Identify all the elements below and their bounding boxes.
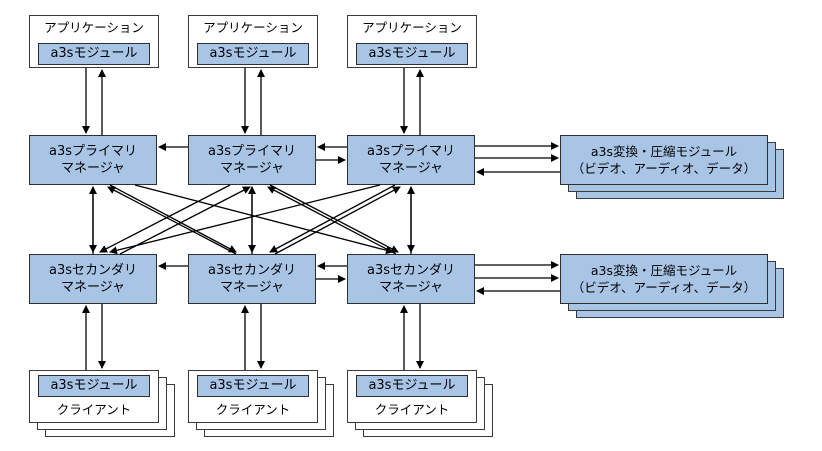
arrow-s2-to-p1 [107, 186, 237, 255]
client-a3s-module: a3sモジュール [38, 375, 150, 397]
arrow-p2-to-s1 [99, 184, 231, 253]
client-a3s-module: a3sモジュール [356, 375, 468, 397]
secondary-manager-2: a3sセカンダリ マネージャ [188, 254, 316, 304]
manager-label-line1: a3sセカンダリ [48, 263, 137, 278]
client-a3s-module: a3sモジュール [197, 375, 309, 397]
application-box-1: アプリケーション a3sモジュール [29, 15, 159, 68]
manager-label-line2: マネージャ [378, 280, 444, 295]
app-a3s-module: a3sモジュール [38, 43, 150, 65]
manager-label-line1: a3sセカンダリ [207, 263, 296, 278]
arrow-p2-to-s3 [269, 184, 399, 253]
conversion-module-2: a3s変換・圧縮モジュール （ビデオ、アーディオ、データ） [560, 254, 768, 304]
manager-label-line1: a3sプライマリ [48, 144, 137, 159]
client-title: クライアント [56, 402, 132, 417]
conversion-label-line2: （ビデオ、アーディオ、データ） [571, 161, 757, 176]
application-box-2: アプリケーション a3sモジュール [188, 15, 318, 68]
primary-manager-2: a3sプライマリ マネージャ [188, 135, 316, 185]
manager-label-line2: マネージャ [60, 161, 126, 176]
arrow-s3-to-p2 [267, 186, 397, 255]
application-box-3: アプリケーション a3sモジュール [347, 15, 477, 68]
client-box-2: a3sモジュール クライアント [188, 370, 318, 423]
primary-manager-1: a3sプライマリ マネージャ [29, 135, 157, 185]
arrow-s2-to-p3 [274, 186, 401, 255]
arrow-s1-to-p2 [119, 186, 251, 255]
conversion-module-1: a3s変換・圧縮モジュール （ビデオ、アーディオ、データ） [560, 135, 768, 185]
primary-manager-3: a3sプライマリ マネージャ [347, 135, 475, 185]
manager-label-line2: マネージャ [378, 161, 444, 176]
manager-label-line1: a3sセカンダリ [366, 263, 455, 278]
arrow-p3-to-s2 [269, 184, 396, 253]
app-a3s-module: a3sモジュール [197, 43, 309, 65]
conversion-label-line2: （ビデオ、アーディオ、データ） [571, 280, 757, 295]
client-title: クライアント [215, 402, 291, 417]
arrow-p3-to-s1 [109, 184, 381, 255]
manager-label-line2: マネージャ [60, 280, 126, 295]
client-box-3: a3sモジュール クライアント [347, 370, 477, 423]
conversion-label-line1: a3s変換・圧縮モジュール [590, 144, 738, 159]
client-box-1: a3sモジュール クライアント [29, 370, 159, 423]
application-title: アプリケーション [203, 20, 303, 35]
manager-label-line2: マネージャ [219, 161, 285, 176]
manager-label-line1: a3sプライマリ [366, 144, 455, 159]
app-a3s-module: a3sモジュール [356, 43, 468, 65]
client-title: クライアント [374, 402, 450, 417]
arrow-p1-to-s3 [134, 184, 394, 255]
manager-label-line1: a3sプライマリ [207, 144, 296, 159]
secondary-manager-1: a3sセカンダリ マネージャ [29, 254, 157, 304]
manager-label-line2: マネージャ [219, 280, 285, 295]
arrow-p1-to-s2 [109, 184, 237, 253]
application-title: アプリケーション [362, 20, 462, 35]
application-title: アプリケーション [44, 20, 144, 35]
secondary-manager-3: a3sセカンダリ マネージャ [347, 254, 475, 304]
conversion-label-line1: a3s変換・圧縮モジュール [590, 263, 738, 278]
